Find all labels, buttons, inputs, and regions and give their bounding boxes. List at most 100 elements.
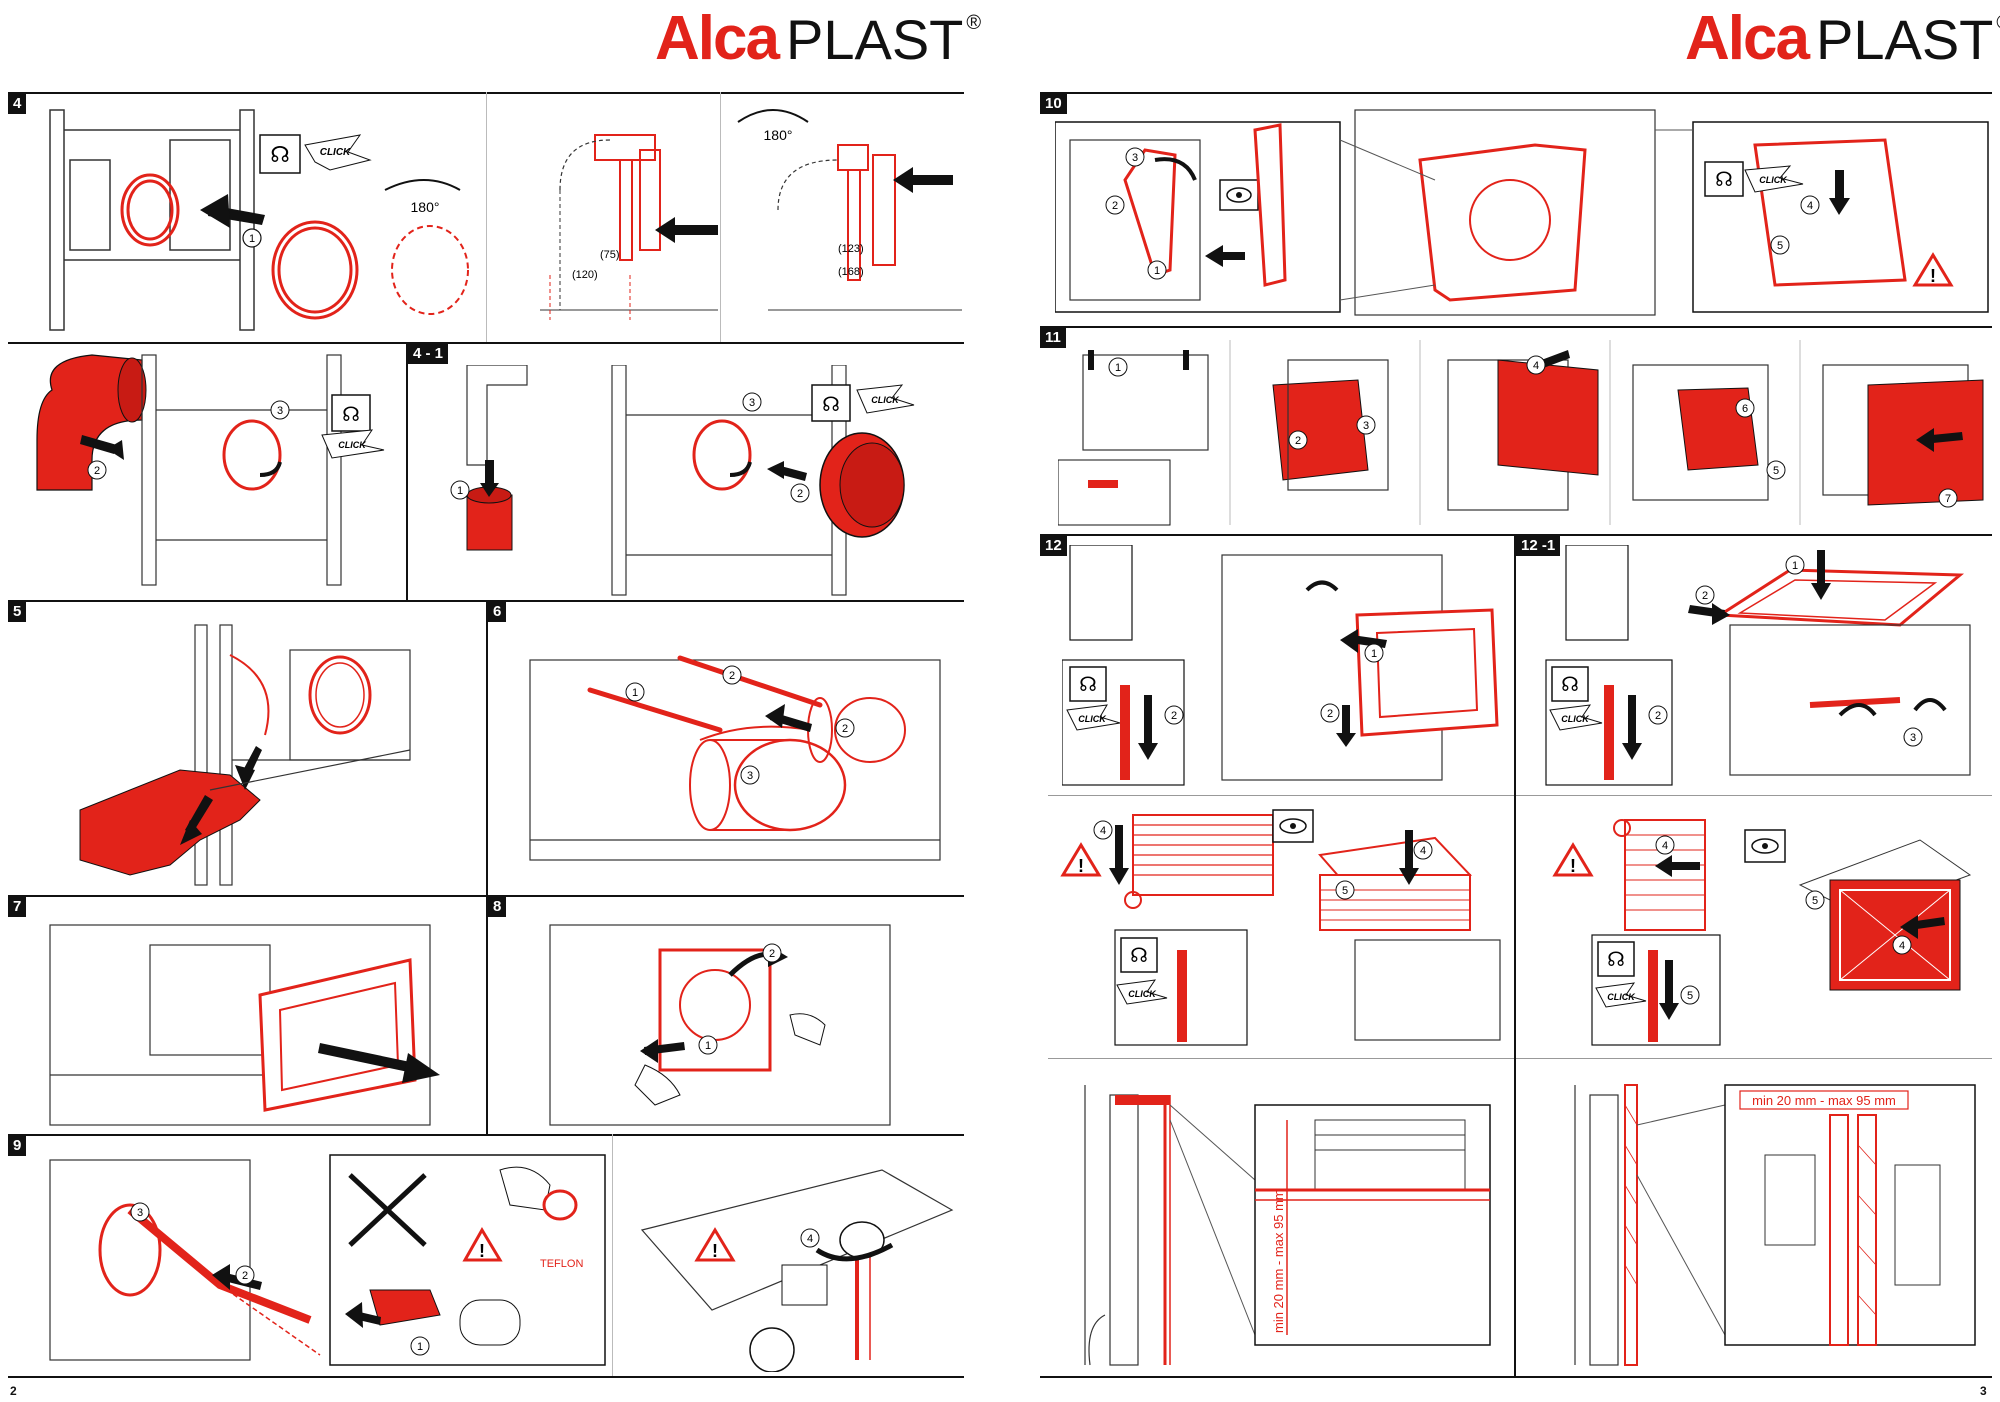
click-label: CLICK <box>320 147 351 158</box>
step-4-illustration-a: 1 ☊ CLICK 180° <box>30 100 480 335</box>
step-8-illustration: 2 1 <box>510 915 960 1130</box>
click-label: CLICK <box>338 440 367 450</box>
min-max-dimension-label: min 20 mm - max 95 mm <box>1752 1093 1896 1108</box>
callout-number: 2 <box>1112 200 1118 212</box>
step-12-1-illustration-b: ! 4 4 5 ☊ CLICK 5 <box>1540 800 1990 1050</box>
callout-number: 2 <box>729 670 735 682</box>
callout-number: 4 <box>1899 940 1905 952</box>
step-12-1-illustration-a: ☊ CLICK 2 1 2 3 <box>1540 545 1990 790</box>
step-badge-4-1: 4 - 1 <box>408 344 449 364</box>
step-4-illustration-c: 180° (123) (168) <box>728 100 962 335</box>
callout-number: 3 <box>747 770 753 782</box>
callout-number: 2 <box>797 488 803 500</box>
divider <box>8 1376 964 1378</box>
step-badge-12: 12 <box>1040 536 1067 556</box>
callout-number: 1 <box>1115 362 1121 374</box>
step-badge-12-1: 12 -1 <box>1516 536 1561 556</box>
page-number-left: 2 <box>10 1384 17 1398</box>
divider <box>486 600 488 1134</box>
step-4-elbow-illustration: 2 3 ☊ CLICK <box>12 350 402 595</box>
step-4-1-illustration: 1 3 2 ☊ CLICK <box>412 365 962 597</box>
teflon-label: TEFLON <box>540 1258 583 1270</box>
step-4-illustration-b: (75) (120) <box>540 100 718 335</box>
divider <box>8 342 964 344</box>
callout-number: 3 <box>1910 732 1916 744</box>
svg-text:!: ! <box>1930 266 1936 286</box>
step-9-illustration-a: 3 2 ! TEFLON 1 <box>30 1150 610 1372</box>
page-number-right: 3 <box>1980 1384 1987 1398</box>
callout-number: 1 <box>457 485 463 497</box>
dimension-label: (123) <box>838 243 864 255</box>
click-label: CLICK <box>1078 714 1107 724</box>
callout-number: 3 <box>749 397 755 409</box>
logo-plast-text: PLAST <box>785 8 964 71</box>
callout-number: 3 <box>1363 420 1369 432</box>
click-label: CLICK <box>1607 992 1636 1002</box>
callout-number: 2 <box>1327 708 1333 720</box>
step-badge-6: 6 <box>488 602 507 622</box>
step-badge-7: 7 <box>8 897 27 917</box>
step-badge-10: 10 <box>1040 94 1067 114</box>
svg-text:☊: ☊ <box>1715 169 1733 191</box>
step-6-illustration: 1 2 2 3 <box>510 620 960 892</box>
svg-text:!: ! <box>1570 856 1576 876</box>
logo-reg-mark: ® <box>966 12 982 34</box>
click-label: CLICK <box>1128 989 1157 999</box>
dimension-label: (168) <box>838 266 864 278</box>
callout-number: 1 <box>1154 265 1160 277</box>
step-12-section-illustration: min 20 mm - max 95 mm <box>1055 1065 1510 1370</box>
logo-alca-text: Alca <box>1685 4 1810 73</box>
callout-number: 2 <box>1295 435 1301 447</box>
divider <box>8 1134 964 1136</box>
callout-number: 2 <box>842 723 848 735</box>
callout-number: 1 <box>417 1341 423 1353</box>
callout-number: 3 <box>277 405 283 417</box>
callout-number: 2 <box>94 465 100 477</box>
svg-text:!: ! <box>1078 856 1084 876</box>
step-9-illustration-b: 4 ! <box>632 1150 962 1372</box>
callout-number: 1 <box>632 687 638 699</box>
step-12-1-section-illustration: min 20 mm - max 95 mm <box>1540 1065 1990 1370</box>
svg-text:☊: ☊ <box>1607 949 1625 971</box>
callout-number: 4 <box>1807 200 1813 212</box>
step-12-illustration-b: 4 ! 4 5 ☊ CLICK <box>1055 800 1510 1050</box>
divider <box>612 1134 613 1376</box>
callout-number: 2 <box>242 1270 248 1282</box>
callout-number: 4 <box>1662 840 1668 852</box>
rotation-label: 180° <box>764 127 793 143</box>
logo-right: Alca PLAST ® <box>1685 8 2000 70</box>
callout-number: 3 <box>1132 152 1138 164</box>
callout-number: 5 <box>1342 885 1348 897</box>
svg-text:☊: ☊ <box>1130 945 1148 967</box>
step-11-illustration: 1 2 3 4 6 5 7 <box>1058 340 1990 530</box>
callout-number: 7 <box>1945 493 1951 505</box>
step-badge-11: 11 <box>1040 328 1066 348</box>
svg-text:☊: ☊ <box>1561 674 1579 696</box>
logo-left: Alca PLAST ® <box>655 8 981 70</box>
callout-number: 1 <box>1792 560 1798 572</box>
step-7-illustration <box>30 915 480 1130</box>
callout-number: 1 <box>249 233 255 245</box>
svg-text:☊: ☊ <box>270 142 290 167</box>
callout-number: 4 <box>1100 825 1106 837</box>
step-badge-5: 5 <box>8 602 27 622</box>
callout-number: 2 <box>769 948 775 960</box>
callout-number: 2 <box>1702 590 1708 602</box>
step-5-illustration <box>30 620 480 892</box>
step-badge-8: 8 <box>488 897 507 917</box>
callout-number: 1 <box>1371 648 1377 660</box>
callout-number: 5 <box>1812 895 1818 907</box>
callout-number: 5 <box>1687 990 1693 1002</box>
logo-alca-text: Alca <box>655 4 780 73</box>
divider <box>1048 1058 1992 1059</box>
divider <box>1048 795 1992 796</box>
divider <box>1040 326 1992 328</box>
min-max-dimension-label: min 20 mm - max 95 mm <box>1271 1189 1286 1333</box>
step-badge-4: 4 <box>8 94 27 114</box>
callout-number: 4 <box>807 1233 813 1245</box>
svg-text:☊: ☊ <box>822 394 840 416</box>
step-badge-9: 9 <box>8 1136 27 1156</box>
callout-number: 6 <box>1742 403 1748 415</box>
divider <box>720 92 721 342</box>
logo-plast-text: PLAST <box>1815 8 1994 71</box>
